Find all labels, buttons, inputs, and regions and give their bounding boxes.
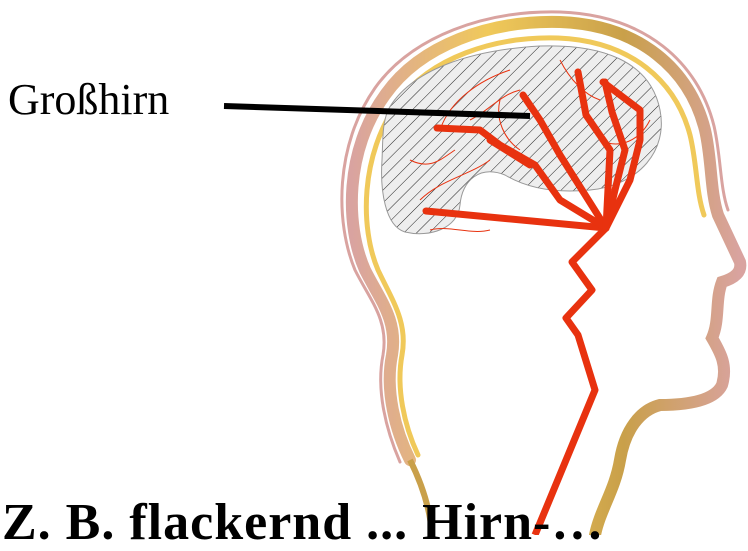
main-artery — [535, 228, 606, 535]
caption-text: Z. B. flackernd ... Hirn-… — [2, 497, 604, 549]
diagram-stage: Großhirn Z. B. flackernd ... Hirn-… — [0, 0, 748, 535]
grosshirn-label: Großhirn — [8, 78, 169, 122]
